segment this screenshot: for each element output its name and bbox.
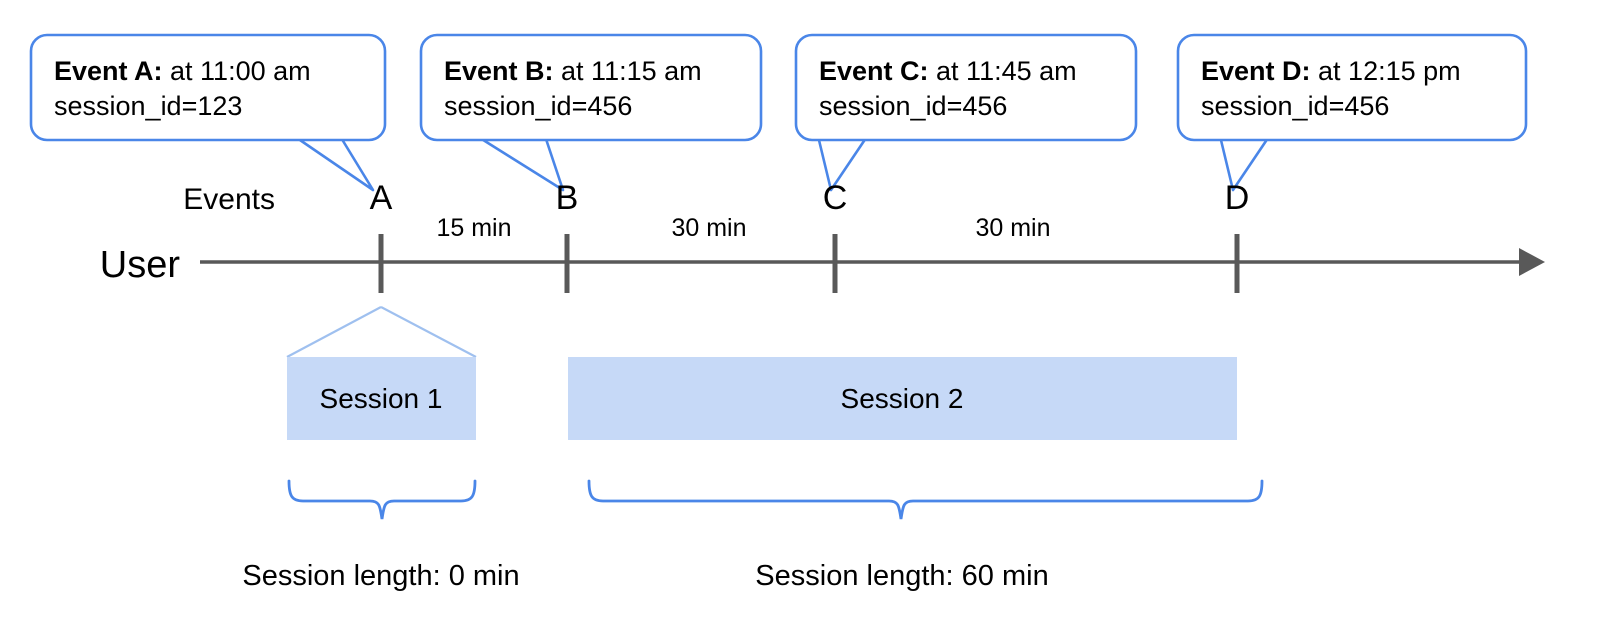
session-1-label: Session 1 [320,383,443,414]
callout-b-bubble [419,33,763,142]
callout-event-c: Event C: at 11:45 am session_id=456 [794,33,1138,192]
timeline-axis [200,248,1545,276]
callout-c-line1: Event C: at 11:45 am [819,56,1077,86]
session-2-bar: Session 2 [568,357,1237,440]
session-1-connector [286,306,477,358]
event-letter-d: D [1225,179,1250,217]
callout-event-a: Event A: at 11:00 am session_id=123 [29,33,387,192]
callout-event-d: Event D: at 12:15 pm session_id=456 [1176,33,1528,192]
event-letter-a: A [370,179,393,217]
session-2-length-label: Session length: 60 min [755,560,1048,592]
interval-label-b-c: 30 min [671,214,746,242]
callout-a-line2: session_id=123 [54,91,242,121]
event-letter-b: B [556,179,579,217]
user-row-label: User [100,244,181,286]
callout-c-bubble [794,33,1138,142]
session-2-brace [587,479,1264,520]
callout-b-line1: Event B: at 11:15 am [444,56,702,86]
callout-a-tail [295,134,375,192]
callout-event-b: Event B: at 11:15 am session_id=456 [419,33,763,192]
interval-label-a-b: 15 min [436,214,511,242]
events-row-label: Events [183,183,275,216]
callout-a-line1: Event A: at 11:00 am [54,56,311,86]
callout-d-line2: session_id=456 [1201,91,1389,121]
interval-label-c-d: 30 min [975,214,1050,242]
callout-c-line2: session_id=456 [819,91,1007,121]
event-letter-c: C [823,179,848,217]
axis-arrowhead [1519,248,1545,276]
session-1-brace [287,479,477,520]
session-1-bar: Session 1 [287,357,476,440]
callout-b-tail [478,134,565,192]
callout-a-bubble [29,33,387,142]
callout-b-line2: session_id=456 [444,91,632,121]
session-1-length-label: Session length: 0 min [242,560,519,592]
callout-d-bubble [1176,33,1528,142]
callout-d-line1: Event D: at 12:15 pm [1201,56,1461,86]
session-2-label: Session 2 [841,383,964,414]
